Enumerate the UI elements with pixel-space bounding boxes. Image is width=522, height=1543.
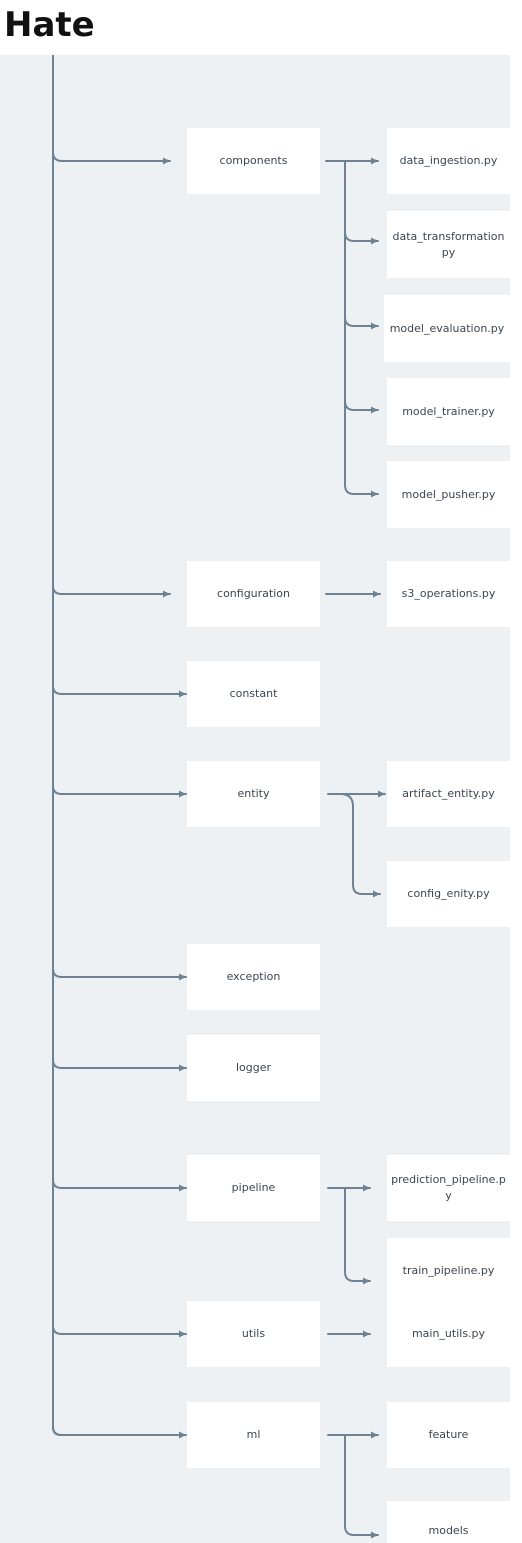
node-artifact-entity: artifact_entity.py bbox=[387, 761, 510, 827]
node-constant: constant bbox=[187, 661, 320, 727]
node-configuration: configuration bbox=[187, 561, 320, 627]
node-train-pipeline: train_pipeline.py bbox=[387, 1238, 510, 1304]
node-ml: ml bbox=[187, 1402, 320, 1468]
node-utils: utils bbox=[187, 1301, 320, 1367]
node-data-transformation: data_transformation py bbox=[387, 211, 510, 278]
node-main-utils: main_utils.py bbox=[387, 1301, 510, 1367]
node-logger: logger bbox=[187, 1035, 320, 1101]
node-feature: feature bbox=[387, 1402, 510, 1468]
branch-entity bbox=[52, 785, 187, 798]
node-config-enity: config_enity.py bbox=[387, 861, 510, 927]
branch-ml bbox=[52, 1426, 187, 1439]
branch-constant bbox=[52, 685, 187, 698]
node-pipeline: pipeline bbox=[187, 1155, 320, 1221]
branch-pipeline bbox=[52, 1179, 187, 1192]
edge-components-model-trainer bbox=[344, 400, 379, 414]
branch-exception bbox=[52, 968, 187, 981]
node-prediction-pipeline: prediction_pipeline.p y bbox=[387, 1155, 510, 1221]
entity-branch-curve bbox=[339, 793, 354, 807]
node-s3-operations: s3_operations.py bbox=[387, 561, 510, 627]
diagram-canvas: components configuration constant entity… bbox=[0, 55, 510, 1543]
edge-pipeline-train-pipeline bbox=[344, 1187, 371, 1285]
root-trunk-line bbox=[52, 55, 81, 1436]
branch-configuration bbox=[52, 585, 171, 598]
branch-logger bbox=[52, 1059, 187, 1072]
node-exception: exception bbox=[187, 944, 320, 1010]
node-models: models bbox=[387, 1501, 510, 1543]
node-components: components bbox=[187, 128, 320, 194]
edge-components-model-evaluation bbox=[344, 316, 379, 330]
node-model-evaluation: model_evaluation.py bbox=[384, 295, 510, 362]
node-data-ingestion: data_ingestion.py bbox=[387, 128, 510, 194]
connector-lines bbox=[52, 55, 386, 1539]
branch-components bbox=[52, 151, 171, 165]
page-title: Hate bbox=[4, 5, 95, 45]
edge-entity-config-enity bbox=[352, 805, 381, 898]
edge-components-data-transformation bbox=[344, 231, 379, 245]
node-model-trainer: model_trainer.py bbox=[387, 378, 510, 445]
branch-utils bbox=[52, 1325, 187, 1338]
node-entity: entity bbox=[187, 761, 320, 827]
edge-ml-models bbox=[344, 1434, 379, 1539]
edge-components-model-pusher bbox=[344, 484, 379, 498]
node-model-pusher: model_pusher.py bbox=[387, 461, 510, 528]
